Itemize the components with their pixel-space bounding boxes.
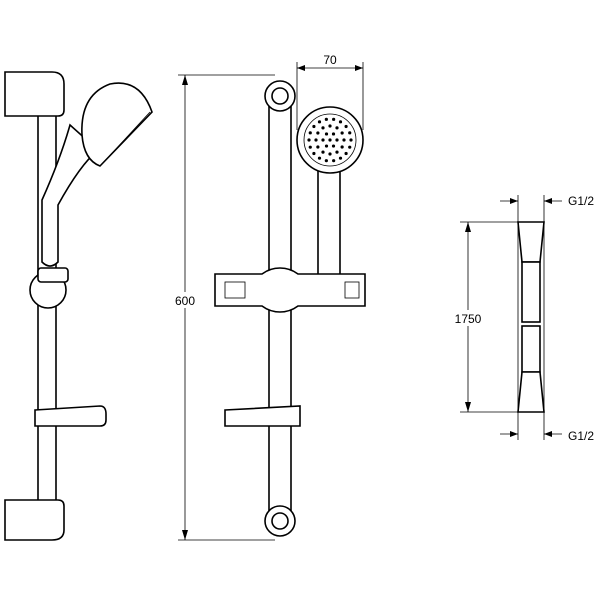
nozzle — [316, 131, 320, 135]
thread-label-top: G1/2 — [568, 194, 594, 208]
nozzle — [307, 138, 311, 142]
hose-bottom-cone — [517, 371, 545, 413]
nozzle — [324, 144, 329, 148]
side-soap-dish — [34, 405, 107, 427]
nozzle — [321, 126, 325, 130]
nozzle — [312, 124, 316, 129]
side-holder — [37, 267, 69, 283]
dim-label-70: 70 — [323, 53, 337, 67]
top-wall-bracket — [4, 71, 65, 117]
dim-arrows-70 — [297, 65, 363, 71]
nozzle — [328, 124, 332, 128]
nozzle — [331, 132, 336, 136]
side-head-face — [101, 111, 151, 165]
nozzle — [312, 151, 316, 156]
hose-upper — [521, 261, 541, 323]
label-bg-1750 — [450, 310, 486, 326]
slider-holder — [214, 267, 366, 313]
nozzle — [335, 138, 339, 142]
front-handset-handle — [317, 159, 341, 281]
g-bot-arrows — [510, 431, 552, 437]
hose-top-cone — [517, 221, 545, 263]
nozzle — [342, 138, 346, 142]
slider-clip — [344, 281, 360, 299]
nozzle — [321, 138, 325, 142]
spray-nozzles — [307, 117, 353, 163]
label-bg — [172, 292, 198, 308]
nozzle — [344, 124, 348, 129]
top-ring-inner — [271, 87, 289, 105]
dim-label-600: 600 — [175, 294, 195, 308]
side-view — [4, 71, 153, 541]
nozzle — [324, 132, 329, 136]
slider-button — [224, 281, 246, 299]
nozzle — [335, 150, 339, 154]
nozzle — [314, 138, 318, 142]
nozzle — [324, 117, 328, 121]
nozzle — [348, 131, 352, 135]
spray-face — [303, 113, 357, 167]
nozzle — [332, 117, 336, 121]
nozzle — [348, 145, 352, 149]
side-handset-handle — [41, 123, 100, 267]
nozzle — [328, 138, 332, 142]
nozzle — [332, 159, 336, 163]
nozzle — [308, 131, 312, 135]
nozzle — [338, 120, 343, 124]
front-soap-dish — [224, 405, 301, 427]
nozzle — [344, 151, 348, 156]
hose-view: G1/2 G1/2 1750 — [450, 194, 594, 443]
nozzle — [340, 145, 344, 149]
nozzle — [340, 131, 344, 135]
nozzle — [317, 120, 322, 124]
hose-lower — [521, 325, 541, 373]
side-shower-head — [81, 82, 153, 167]
nozzle — [335, 126, 339, 130]
nozzle — [317, 156, 322, 160]
nozzle — [321, 150, 325, 154]
nozzle — [331, 144, 336, 148]
bottom-ring-inner — [271, 512, 289, 530]
nozzle — [324, 159, 328, 163]
nozzle — [316, 145, 320, 149]
dim-label-1750: 1750 — [455, 312, 482, 326]
nozzle — [328, 152, 332, 156]
bottom-wall-bracket — [4, 499, 65, 541]
nozzle — [308, 145, 312, 149]
nozzle — [349, 138, 353, 142]
nozzle — [338, 156, 343, 160]
thread-label-bottom: G1/2 — [568, 429, 594, 443]
g-top-arrows — [510, 198, 552, 204]
front-view: 600 70 — [172, 53, 366, 541]
